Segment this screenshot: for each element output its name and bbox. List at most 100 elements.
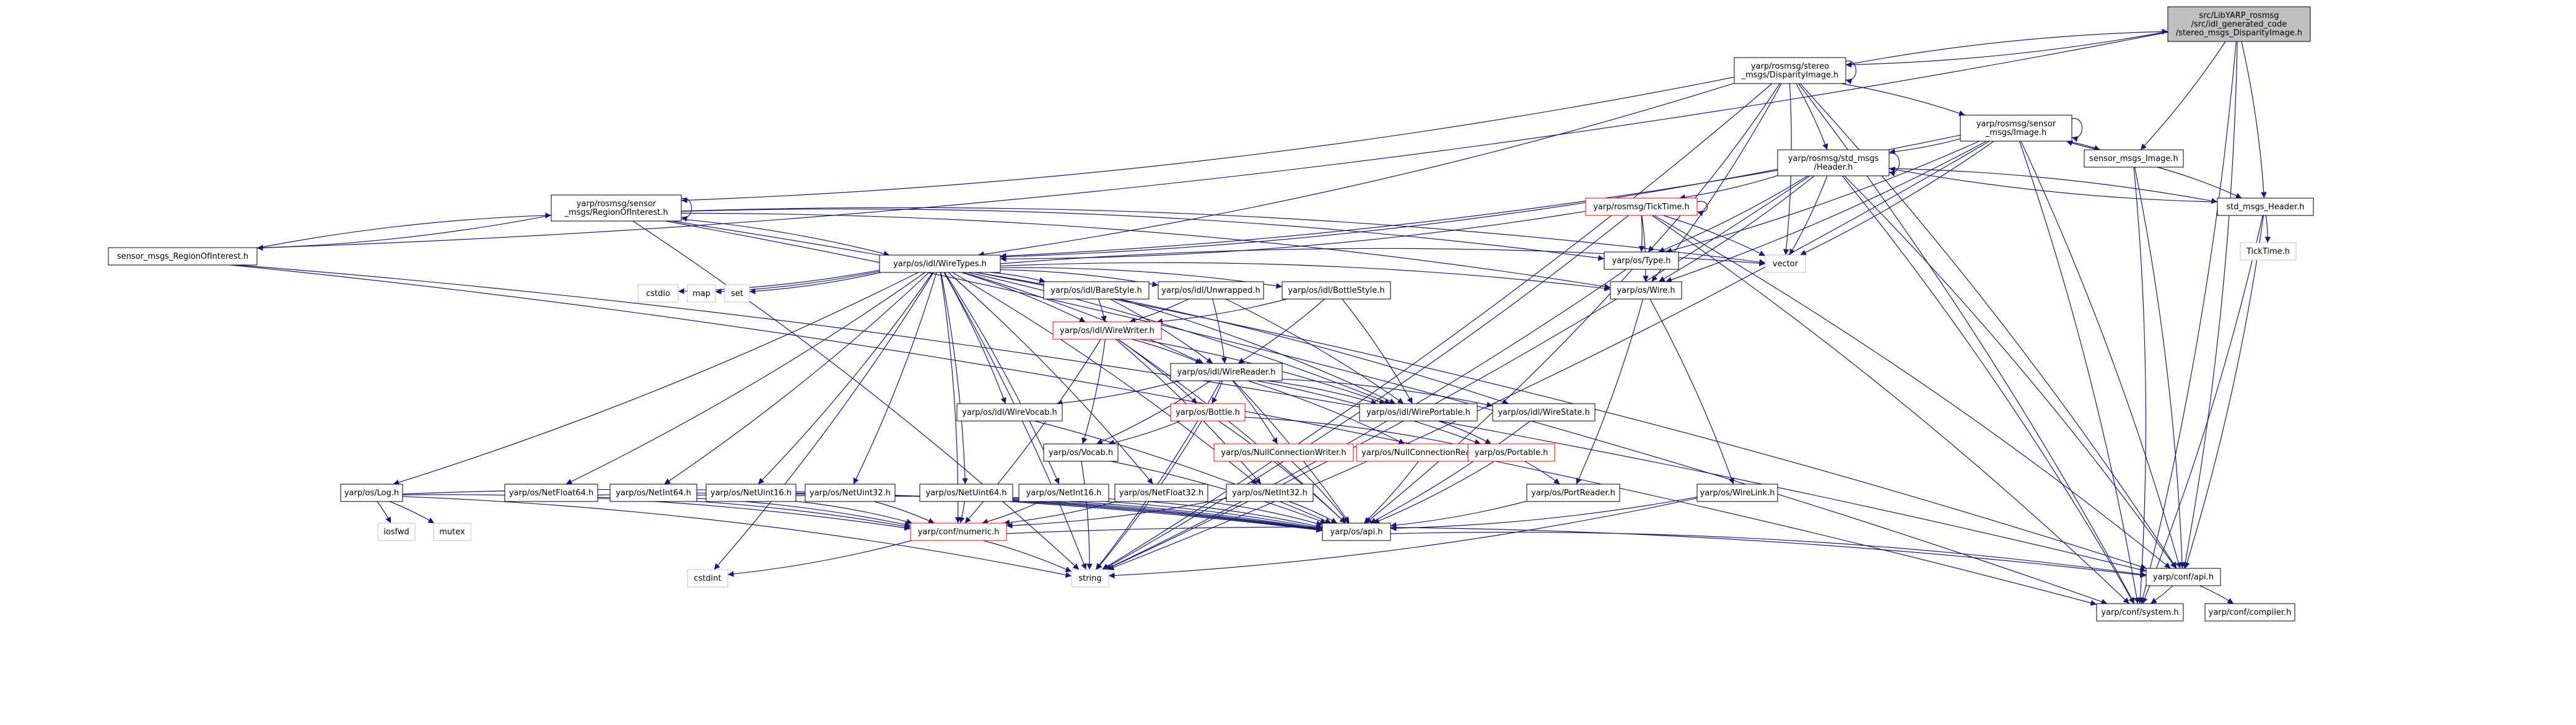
node-compiler[interactable]: yarp/conf/compiler.h (2204, 603, 2295, 622)
node-box (956, 403, 1063, 422)
node-nf32[interactable]: yarp/os/NetFloat32.h (1114, 484, 1208, 502)
node-smi[interactable]: sensor_msgs_Image.h (2084, 149, 2184, 168)
node-label: yarp/os/Bottle.h (1176, 408, 1240, 417)
node-box (1043, 281, 1150, 300)
edge-hdr-to-system (1841, 175, 2134, 604)
edge-wr-to-vocab (1096, 380, 1212, 445)
node-system[interactable]: yarp/conf/system.h (2096, 603, 2184, 622)
node-box (1765, 254, 1806, 273)
node-label: yarp/os/NetUint64.h (926, 488, 1007, 498)
node-box (1359, 403, 1478, 422)
node-box (1213, 443, 1354, 462)
node-label: /src/idl_generated_code (2191, 20, 2287, 29)
node-preader[interactable]: yarp/os/PortReader.h (1526, 484, 1620, 502)
node-iosfwd[interactable]: iosfwd (377, 523, 416, 541)
node-ww[interactable]: yarp/os/idl/WireWriter.h (1052, 321, 1162, 340)
node-ni64[interactable]: yarp/os/NetInt64.h (609, 484, 697, 502)
node-label: yarp/os/Vocab.h (1049, 448, 1113, 458)
node-osapi[interactable]: yarp/os/api.h (1322, 523, 1391, 541)
node-map[interactable]: map (687, 284, 716, 303)
node-img[interactable]: yarp/rosmsg/sensor_msgs/Image.h (1960, 115, 2072, 142)
edge-wt-to-ww (961, 272, 1086, 323)
node-box (609, 484, 697, 502)
edge-root-to-disp (1845, 31, 2168, 68)
node-cstdio[interactable]: cstdio (637, 284, 679, 303)
edge-log-to-string (402, 496, 1072, 578)
node-label: mutex (439, 527, 465, 537)
node-box (724, 284, 750, 303)
edge-roi-to-ostype (681, 208, 1605, 261)
edge-tick-to-vector (1663, 215, 1766, 256)
edge-nint32-to-numeric (1006, 498, 1227, 529)
node-ticktime[interactable]: TickTime.h (2240, 242, 2297, 261)
node-nf64[interactable]: yarp/os/NetFloat64.h (504, 484, 598, 502)
node-nint16[interactable]: yarp/os/NetInt16.h (1018, 484, 1109, 502)
edge-img-to-system (2019, 141, 2140, 604)
edge-stdh-to-hdr (1888, 167, 2218, 202)
edge-img-to-confapi (2020, 141, 2181, 569)
node-bottst[interactable]: yarp/os/idl/BottleStyle.h (1281, 281, 1391, 300)
node-portable[interactable]: yarp/os/Portable.h (1467, 443, 1555, 462)
node-unwr[interactable]: yarp/os/idl/Unwrapped.h (1158, 281, 1264, 300)
edge-img-to-string (1107, 141, 1990, 570)
node-bare[interactable]: yarp/os/idl/BareStyle.h (1043, 281, 1150, 300)
node-box (1170, 363, 1283, 381)
node-log[interactable]: yarp/os/Log.h (340, 484, 403, 502)
node-box (687, 569, 728, 588)
node-box (805, 484, 896, 502)
node-confapi[interactable]: yarp/conf/api.h (2146, 568, 2221, 586)
node-box (1734, 57, 1846, 84)
node-hdr[interactable]: yarp/rosmsg/std_msgs/Header.h (1777, 149, 1890, 176)
node-string[interactable]: string (1071, 569, 1109, 588)
node-tick[interactable]: yarp/rosmsg/TickTime.h (1585, 198, 1698, 216)
node-smroi[interactable]: sensor_msgs_RegionOfInterest.h (108, 247, 258, 266)
node-label: yarp/os/NullConnectionReader.h (1361, 448, 1491, 458)
node-root[interactable]: src/LibYARP_rosmsg/src/idl_generated_cod… (2167, 6, 2311, 42)
edge-ostype-to-osapi (1365, 269, 1633, 524)
node-mutex[interactable]: mutex (433, 523, 471, 541)
edge-wt-to-nu64 (940, 272, 968, 485)
edge-wlink-to-osapi (1390, 497, 1698, 531)
node-label: /stereo_msgs_DisparityImage.h (2176, 28, 2302, 38)
node-box (433, 523, 471, 541)
node-label: yarp/os/NetUint16.h (710, 488, 792, 498)
node-ostype[interactable]: yarp/os/Type.h (1604, 251, 1679, 270)
node-nullw[interactable]: yarp/os/NullConnectionWriter.h (1213, 443, 1354, 462)
edge-numeric-to-string (983, 540, 1072, 572)
node-wr[interactable]: yarp/os/idl/WireReader.h (1170, 363, 1283, 381)
node-nu64[interactable]: yarp/os/NetUint64.h (919, 484, 1013, 502)
node-box (1467, 443, 1555, 462)
edge-smi-to-img (2066, 140, 2100, 150)
node-nint32[interactable]: yarp/os/NetInt32.h (1226, 484, 1314, 502)
edge-stdh-to-confapi (2184, 215, 2264, 569)
node-roi[interactable]: yarp/rosmsg/sensor_msgs/RegionOfInterest… (551, 194, 682, 222)
node-wstate[interactable]: yarp/os/idl/WireState.h (1492, 403, 1596, 422)
node-bottle[interactable]: yarp/os/Bottle.h (1170, 403, 1246, 422)
edge-ww-to-wr (1132, 339, 1202, 364)
node-vocab[interactable]: yarp/os/Vocab.h (1043, 443, 1119, 462)
node-box (1960, 115, 2072, 142)
edge-nf32-to-numeric (1003, 501, 1117, 526)
node-wire[interactable]: yarp/os/Wire.h (1610, 281, 1682, 300)
node-wvocab[interactable]: yarp/os/idl/WireVocab.h (956, 403, 1063, 422)
node-set[interactable]: set (724, 284, 750, 303)
edge-ww-to-vocab (1081, 339, 1106, 445)
node-stdh[interactable]: std_msgs_Header.h (2217, 198, 2314, 216)
node-wt[interactable]: yarp/os/idl/WireTypes.h (879, 254, 1001, 273)
node-wport[interactable]: yarp/os/idl/WirePortable.h (1359, 403, 1478, 422)
node-disp[interactable]: yarp/rosmsg/stereo_msgs/DisparityImage.h (1734, 57, 1846, 84)
edge-wt-to-set (749, 272, 881, 295)
node-label: yarp/os/NetUint32.h (810, 488, 891, 498)
node-nu32[interactable]: yarp/os/NetUint32.h (805, 484, 896, 502)
edge-nint32-to-osapi (1288, 501, 1338, 524)
node-box (504, 484, 598, 502)
node-numeric[interactable]: yarp/conf/numeric.h (910, 523, 1007, 541)
edge-disp-to-wt (978, 82, 1735, 258)
node-label: yarp/conf/system.h (2101, 608, 2178, 617)
node-ni16[interactable]: yarp/os/NetUint16.h (705, 484, 797, 502)
edge-wt-to-wr (963, 272, 1204, 364)
node-cstdint[interactable]: cstdint (687, 569, 728, 588)
node-wlink[interactable]: yarp/os/WireLink.h (1696, 484, 1778, 502)
node-vector[interactable]: vector (1765, 254, 1806, 273)
